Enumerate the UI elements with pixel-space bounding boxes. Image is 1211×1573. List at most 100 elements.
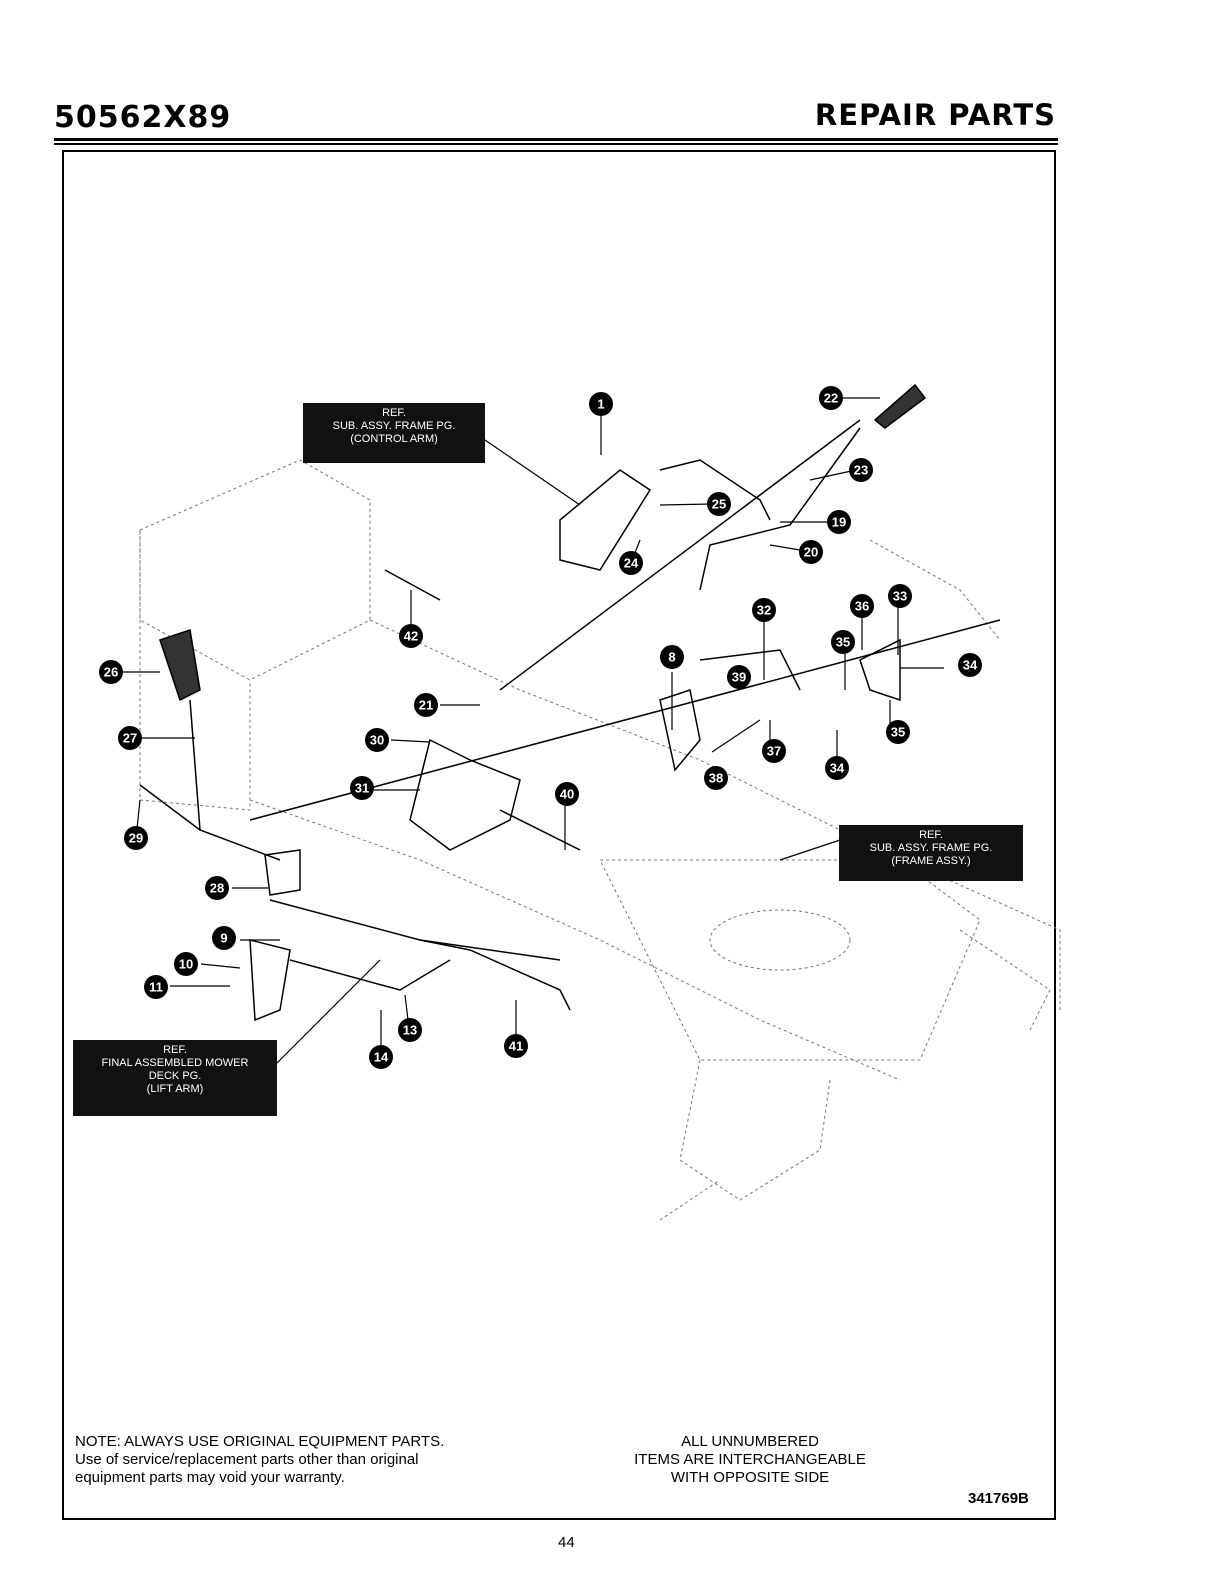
spring-41 <box>419 939 571 1011</box>
callout-40: 40 <box>555 782 579 806</box>
svg-text:13: 13 <box>403 1023 417 1038</box>
parts-solid <box>139 383 1001 1022</box>
callout-37: 37 <box>762 739 786 763</box>
svg-text:1: 1 <box>597 397 604 412</box>
callout-10: 10 <box>174 952 198 976</box>
callout-34a: 34 <box>958 653 982 677</box>
lift-arm-9 <box>249 939 291 1022</box>
callout-35a: 35 <box>831 630 855 654</box>
svg-text:14: 14 <box>374 1050 389 1065</box>
callout-42: 42 <box>399 624 423 648</box>
lift-plate <box>264 849 301 896</box>
callout-14: 14 <box>369 1045 393 1069</box>
control-arm-rod <box>699 427 861 591</box>
callout-26: 26 <box>99 660 123 684</box>
callout-28: 28 <box>205 876 229 900</box>
svg-text:30: 30 <box>370 733 384 748</box>
svg-text:27: 27 <box>123 731 137 746</box>
svg-text:20: 20 <box>804 545 818 560</box>
model-number: 50562X89 <box>54 100 232 135</box>
diagram-frame <box>62 150 1056 1520</box>
svg-text:25: 25 <box>712 497 726 512</box>
section-title: REPAIR PARTS <box>814 98 1056 132</box>
callout-22: 22 <box>819 386 843 410</box>
callout-32: 32 <box>752 598 776 622</box>
svg-text:28: 28 <box>210 881 224 896</box>
svg-text:19: 19 <box>832 515 846 530</box>
svg-text:39: 39 <box>732 670 746 685</box>
svg-text:37: 37 <box>767 744 781 759</box>
callout-39: 39 <box>727 665 751 689</box>
svg-text:40: 40 <box>560 787 574 802</box>
header-rule <box>54 138 1058 141</box>
spring-42 <box>384 569 441 601</box>
control-arm-link <box>659 459 771 521</box>
callout-13: 13 <box>398 1018 422 1042</box>
lift-rod <box>269 899 561 961</box>
callout-34b: 34 <box>825 756 849 780</box>
callout-31: 31 <box>350 776 374 800</box>
callout-19: 19 <box>827 510 851 534</box>
ref-label-control-arm: REF. SUB. ASSY. FRAME PG. (CONTROL ARM) <box>303 403 485 463</box>
svg-text:8: 8 <box>668 650 675 665</box>
svg-text:34: 34 <box>830 761 845 776</box>
svg-text:22: 22 <box>824 391 838 406</box>
callout-8: 8 <box>660 645 684 669</box>
callout-33: 33 <box>888 584 912 608</box>
pin-29 <box>139 784 201 831</box>
svg-text:9: 9 <box>220 931 227 946</box>
footer-note: NOTE: ALWAYS USE ORIGINAL EQUIPMENT PART… <box>75 1433 445 1486</box>
callout-41: 41 <box>504 1034 528 1058</box>
svg-text:23: 23 <box>854 463 868 478</box>
callout-38: 38 <box>704 766 728 790</box>
callout-24: 24 <box>619 551 643 575</box>
bracket-36 <box>859 638 901 702</box>
svg-text:41: 41 <box>509 1039 523 1054</box>
page-number: 44 <box>558 1534 575 1551</box>
unnumbered-items-note: ALL UNNUMBERED ITEMS ARE INTERCHANGEABLE… <box>634 1433 866 1486</box>
arm-plate-8 <box>659 689 701 772</box>
svg-text:24: 24 <box>624 556 639 571</box>
handle-grip-right <box>873 383 927 429</box>
callout-23: 23 <box>849 458 873 482</box>
callout-20: 20 <box>799 540 823 564</box>
svg-text:35: 35 <box>836 635 850 650</box>
rod-21 <box>499 419 861 691</box>
document-number: 341769B <box>968 1490 1029 1507</box>
callout-1: 1 <box>589 392 613 416</box>
callout-27: 27 <box>118 726 142 750</box>
svg-text:38: 38 <box>709 771 723 786</box>
link-32 <box>699 649 801 691</box>
callout-30: 30 <box>365 728 389 752</box>
svg-text:10: 10 <box>179 957 193 972</box>
ref-label-lift-arm: REF. FINAL ASSEMBLED MOWER DECK PG. (LIF… <box>73 1040 277 1116</box>
svg-text:31: 31 <box>355 781 369 796</box>
callout-9: 9 <box>212 926 236 950</box>
spring-40 <box>499 809 581 851</box>
callout-markers: 1 22 23 25 19 20 24 42 26 27 29 28 21 30… <box>99 386 982 1069</box>
callout-36: 36 <box>850 594 874 618</box>
callout-21: 21 <box>414 693 438 717</box>
svg-text:21: 21 <box>419 698 433 713</box>
lift-link <box>289 959 451 991</box>
svg-text:26: 26 <box>104 665 118 680</box>
svg-text:29: 29 <box>129 831 143 846</box>
callout-11: 11 <box>144 975 168 999</box>
svg-text:11: 11 <box>149 980 163 995</box>
callout-35b: 35 <box>886 720 910 744</box>
leader-lines <box>123 397 944 1066</box>
callout-29: 29 <box>124 826 148 850</box>
svg-text:34: 34 <box>963 658 978 673</box>
lift-lever-rod <box>189 699 281 861</box>
bracket-30 <box>409 738 521 851</box>
svg-text:33: 33 <box>893 589 907 604</box>
header-rule-thin <box>54 143 1058 145</box>
callout-25: 25 <box>707 492 731 516</box>
rod-long <box>249 619 1001 821</box>
svg-text:42: 42 <box>404 629 418 644</box>
svg-text:32: 32 <box>757 603 771 618</box>
control-bracket <box>559 469 652 571</box>
svg-text:36: 36 <box>855 599 869 614</box>
svg-text:35: 35 <box>891 725 905 740</box>
